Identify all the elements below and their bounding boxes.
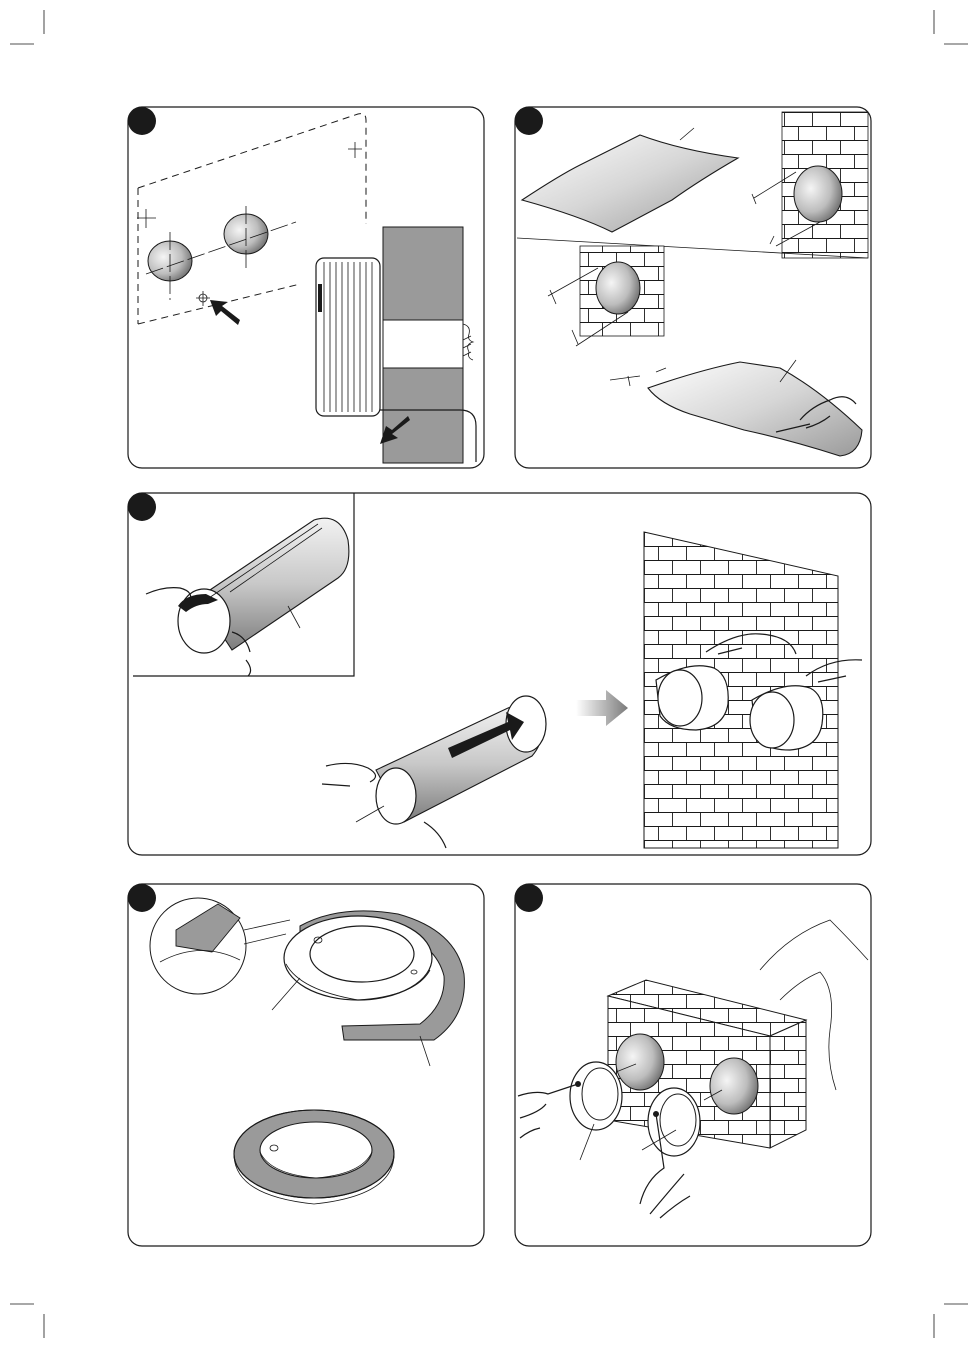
panel-step-2: [515, 107, 871, 468]
step-badge: [128, 107, 156, 135]
panel-step-5: [515, 884, 871, 1246]
step-badge: [128, 884, 156, 912]
panel-step-1: [128, 107, 484, 468]
step-badge: [515, 884, 543, 912]
panel-step-4: [128, 884, 484, 1246]
panel-step-3: [128, 493, 871, 855]
step-badge: [515, 107, 543, 135]
step-badge: [128, 493, 156, 521]
